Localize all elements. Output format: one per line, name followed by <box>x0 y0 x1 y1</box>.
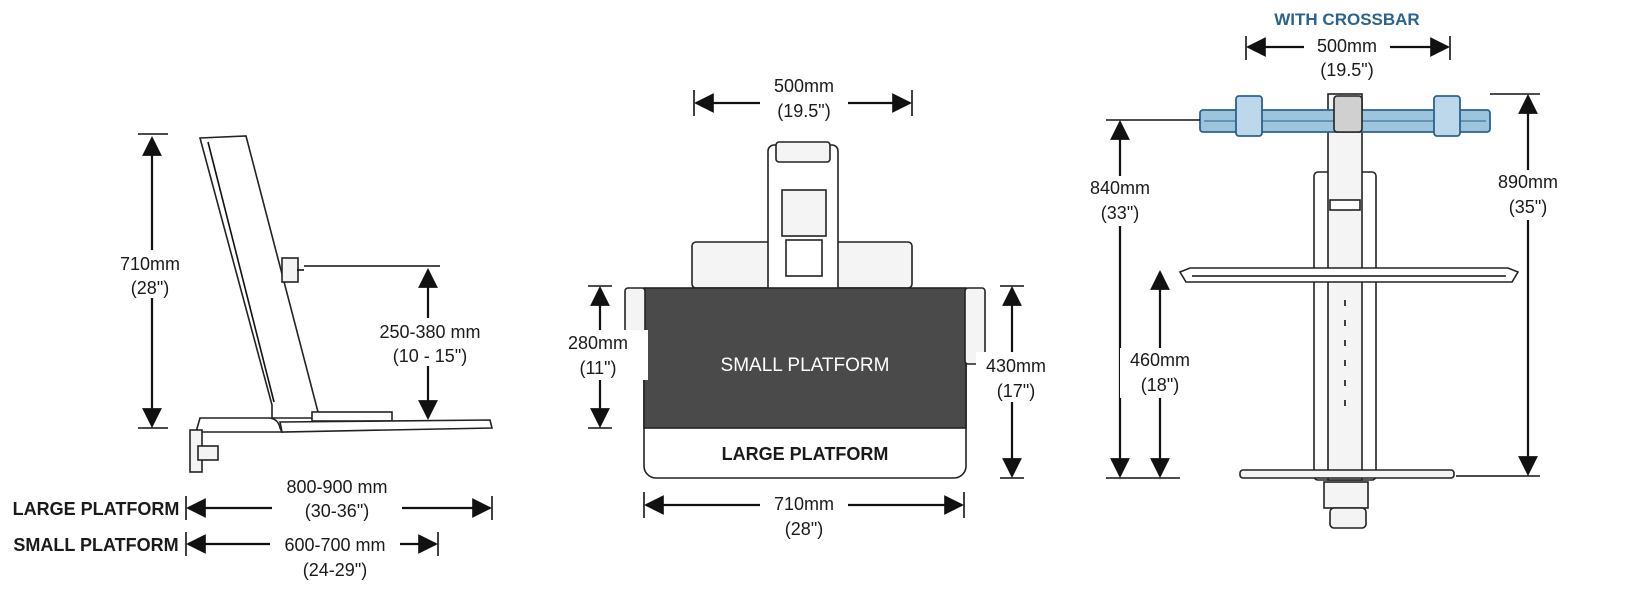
crossbar-inner-column <box>1327 93 1363 481</box>
front-bottom-in: (28") <box>785 519 823 539</box>
crossbar-left-mount <box>1235 95 1263 137</box>
crossbar-width-mm: 500mm <box>1317 36 1377 56</box>
side-height-in: (28") <box>131 278 169 298</box>
crossbar-base-plate <box>1239 469 1455 479</box>
side-platform-plate <box>279 419 494 433</box>
side-height-mm: 710mm <box>120 254 180 274</box>
crossbar-title: WITH CROSSBAR <box>1274 10 1419 29</box>
front-small-in: (11") <box>579 358 616 378</box>
side-large-label: LARGE PLATFORM <box>13 499 180 519</box>
front-small-platform-label: SMALL PLATFORM <box>721 355 890 376</box>
front-large-in: (17") <box>997 381 1035 401</box>
crossbar-left-mm: 840mm <box>1090 178 1150 198</box>
crossbar-column-collar <box>1329 199 1361 211</box>
front-view: SMALL PLATFORM LARGE PLATFORM 500mm (19.… <box>552 72 1056 544</box>
side-view: 710mm (28") 250-380 mm (10 - 15") 800-90… <box>13 133 494 590</box>
side-monitor-knob <box>281 257 299 283</box>
crossbar-right-mount <box>1433 95 1461 137</box>
crossbar-clamp-screw <box>1329 507 1367 529</box>
side-large-mm: 800-900 mm <box>286 477 387 497</box>
side-keyboard-tray <box>311 411 393 422</box>
front-large-platform-label: LARGE PLATFORM <box>722 444 889 464</box>
crossbar-platform-mm: 460mm <box>1130 350 1190 370</box>
crossbar-platform <box>1178 267 1520 283</box>
side-large-in: (30-36") <box>305 501 369 521</box>
front-top-mm: 500mm <box>774 76 834 96</box>
front-top-in: (19.5") <box>777 101 830 121</box>
side-keyboard-mm: 250-380 mm <box>379 322 480 342</box>
side-keyboard-in: (10 - 15") <box>393 346 467 366</box>
crossbar-platform-in: (18") <box>1141 375 1179 395</box>
crossbar-width-in: (19.5") <box>1320 60 1373 80</box>
front-post-bracket <box>781 189 827 237</box>
front-large-mm: 430mm <box>986 356 1046 376</box>
side-base <box>194 417 284 433</box>
crossbar-left-in: (33") <box>1101 203 1139 223</box>
side-small-in: (24-29") <box>303 560 367 580</box>
crossbar-center-mount <box>1333 95 1363 133</box>
front-right-handle <box>964 287 986 365</box>
side-clamp-screw <box>197 445 219 461</box>
front-post-cap <box>775 141 831 163</box>
front-post-slider <box>785 239 823 277</box>
front-small-mm: 280mm <box>568 333 628 353</box>
front-small-platform <box>643 287 967 429</box>
side-post-inner <box>207 141 275 403</box>
crossbar-right-in: (35") <box>1509 197 1547 217</box>
crossbar-clamp <box>1323 481 1369 509</box>
side-small-label: SMALL PLATFORM <box>13 535 178 555</box>
crossbar-view: WITH CROSSBAR 500mm (19.5") 840mm (33") <box>1080 10 1568 529</box>
front-bottom-mm: 710mm <box>774 494 834 514</box>
side-small-mm: 600-700 mm <box>284 535 385 555</box>
crossbar-right-mm: 890mm <box>1498 172 1558 192</box>
